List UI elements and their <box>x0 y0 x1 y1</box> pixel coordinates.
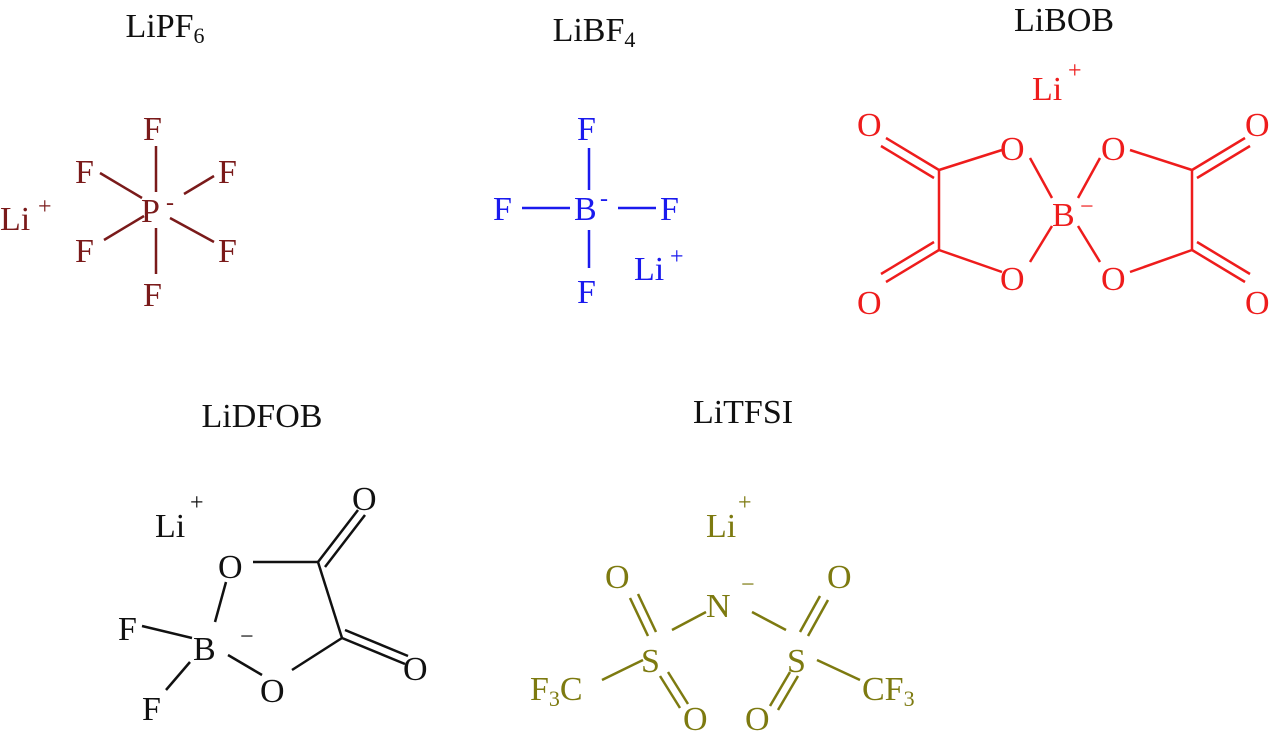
cf3-left: F3C <box>530 671 583 711</box>
charge-li: + <box>190 490 204 516</box>
atom-li: Li <box>1032 71 1062 108</box>
atom-o-left-bottom: O <box>683 701 708 731</box>
atom-f-lower-left: F <box>75 233 94 270</box>
charge-b: - <box>600 186 608 212</box>
charge-p: - <box>166 190 174 216</box>
atom-b: B <box>574 191 597 228</box>
atom-f-upper: F <box>118 611 137 648</box>
atom-o-carbonyl-tr: O <box>1245 107 1270 144</box>
atom-f-bottom: F <box>577 274 596 311</box>
atom-o-carbonyl-bl: O <box>857 285 882 322</box>
atom-o-ring-tl: O <box>1000 131 1025 168</box>
charge-li: + <box>38 194 52 220</box>
atom-o-ring-tr: O <box>1101 131 1126 168</box>
title-lipf6: LiPF6 <box>125 8 205 48</box>
atom-o-ring-top: O <box>218 549 243 586</box>
atom-o-carbonyl-br: O <box>1245 285 1270 322</box>
atom-li: Li <box>0 201 30 238</box>
title-libf4: LiBF4 <box>552 12 636 52</box>
atom-f-upper-left: F <box>75 154 94 191</box>
atom-f-top: F <box>143 111 162 148</box>
atom-o-carbonyl-top: O <box>352 481 377 518</box>
atom-o-ring-bottom: O <box>260 673 285 710</box>
charge-b: − <box>240 624 254 650</box>
atom-s-right: S <box>787 643 806 680</box>
structure-lidfob: Li + O O F B − O O F <box>118 481 428 728</box>
charge-b: − <box>1080 194 1094 220</box>
atom-o-carbonyl-tl: O <box>857 107 882 144</box>
charge-li: + <box>670 244 684 270</box>
charge-n: − <box>741 572 755 598</box>
structure-libf4: F F B - F F Li + <box>493 111 684 311</box>
atom-f-right: F <box>660 191 679 228</box>
atom-b: B <box>1052 197 1075 234</box>
atom-o-right-bottom: O <box>745 701 770 731</box>
atom-p: P <box>141 193 160 230</box>
atom-n: N <box>706 588 731 625</box>
atom-o-right-top: O <box>827 559 852 596</box>
structure-libob: Li + O O O O B − O O O O <box>857 58 1270 322</box>
atom-li: Li <box>706 508 736 545</box>
title-lidfob: LiDFOB <box>201 398 323 435</box>
atom-o-carbonyl-right: O <box>403 651 428 688</box>
atom-o-ring-br: O <box>1101 261 1126 298</box>
structure-lipf6: F F F P - F F F Li + <box>0 111 237 314</box>
title-libob: LiBOB <box>1013 2 1115 39</box>
atom-f-upper-right: F <box>218 154 237 191</box>
atom-f-lower: F <box>142 691 161 728</box>
atom-o-ring-bl: O <box>1000 261 1025 298</box>
atom-o-left-top: O <box>605 559 630 596</box>
atom-f-top: F <box>577 111 596 148</box>
atom-s-left: S <box>641 643 660 680</box>
structure-litfsi: Li + O N − O S S F3C CF3 O O <box>530 490 915 731</box>
atom-li: Li <box>634 251 664 288</box>
charge-li: + <box>738 490 752 516</box>
atom-f-lower-right: F <box>218 233 237 270</box>
atom-li: Li <box>155 508 185 545</box>
atom-f-bottom: F <box>143 277 162 314</box>
charge-li: + <box>1068 58 1082 84</box>
atom-b: B <box>193 631 216 668</box>
atom-f-left: F <box>493 191 512 228</box>
cf3-right: CF3 <box>862 671 915 711</box>
title-litfsi: LiTFSI <box>692 394 794 431</box>
